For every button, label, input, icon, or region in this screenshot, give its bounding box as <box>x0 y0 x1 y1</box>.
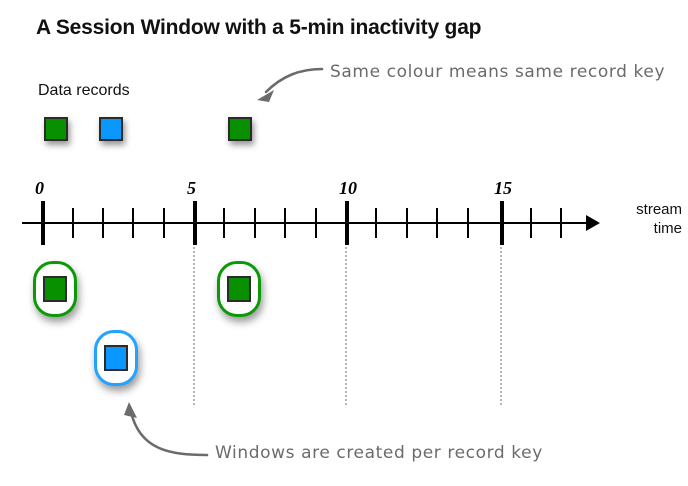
axis-tick-label-5: 5 <box>187 178 196 198</box>
session-window-record-square <box>104 345 128 371</box>
axis-tick-minor-8 <box>375 208 377 238</box>
guide-line-0 <box>193 247 195 405</box>
session-window-green-1 <box>217 261 261 317</box>
page-title: A Session Window with a 5-min inactivity… <box>36 16 482 39</box>
axis-tick-minor-11 <box>467 208 469 238</box>
session-window-record-square <box>227 276 251 302</box>
axis-tick-minor-13 <box>560 208 562 238</box>
annotation-bottom-text: Windows are created per record key <box>215 443 543 463</box>
session-window-record-square <box>43 276 67 302</box>
session-window-blue-2 <box>94 330 138 386</box>
axis-tick-label-10: 10 <box>339 178 357 198</box>
axis-tick-minor-7 <box>315 208 317 238</box>
axis-tick-minor-6 <box>284 208 286 238</box>
axis-tick-label-0: 0 <box>35 178 44 198</box>
axis-tick-minor-1 <box>102 208 104 238</box>
annotation-arrow-top-icon <box>257 67 324 102</box>
data-records-label: Data records <box>38 82 130 99</box>
axis-tick-major-5 <box>193 201 197 245</box>
axis-tick-minor-5 <box>254 208 256 238</box>
guide-line-2 <box>500 247 502 405</box>
axis-tick-minor-10 <box>436 208 438 238</box>
axis-tick-minor-2 <box>132 208 134 238</box>
stream-time-line-2: time <box>653 220 682 237</box>
data-record-square-blue-1 <box>99 117 123 141</box>
axis-tick-minor-3 <box>163 208 165 238</box>
timeline-arrow-icon <box>586 215 600 231</box>
axis-tick-major-0 <box>41 201 45 245</box>
axis-tick-minor-9 <box>406 208 408 238</box>
axis-tick-major-15 <box>500 201 504 245</box>
session-window-green-0 <box>33 261 77 317</box>
stream-time-axis-label: stream time <box>612 200 682 238</box>
data-record-square-green-0 <box>44 117 68 141</box>
axis-tick-minor-4 <box>223 208 225 238</box>
annotation-top-text: Same colour means same record key <box>330 62 666 82</box>
annotation-arrow-bottom-icon <box>124 402 209 457</box>
axis-tick-minor-0 <box>72 208 74 238</box>
data-record-square-green-2 <box>228 117 252 141</box>
axis-tick-major-10 <box>345 201 349 245</box>
stream-time-line-1: stream <box>636 201 682 218</box>
axis-tick-minor-12 <box>530 208 532 238</box>
guide-line-1 <box>345 247 347 405</box>
axis-tick-label-15: 15 <box>494 178 512 198</box>
timeline-axis-line <box>22 222 592 224</box>
